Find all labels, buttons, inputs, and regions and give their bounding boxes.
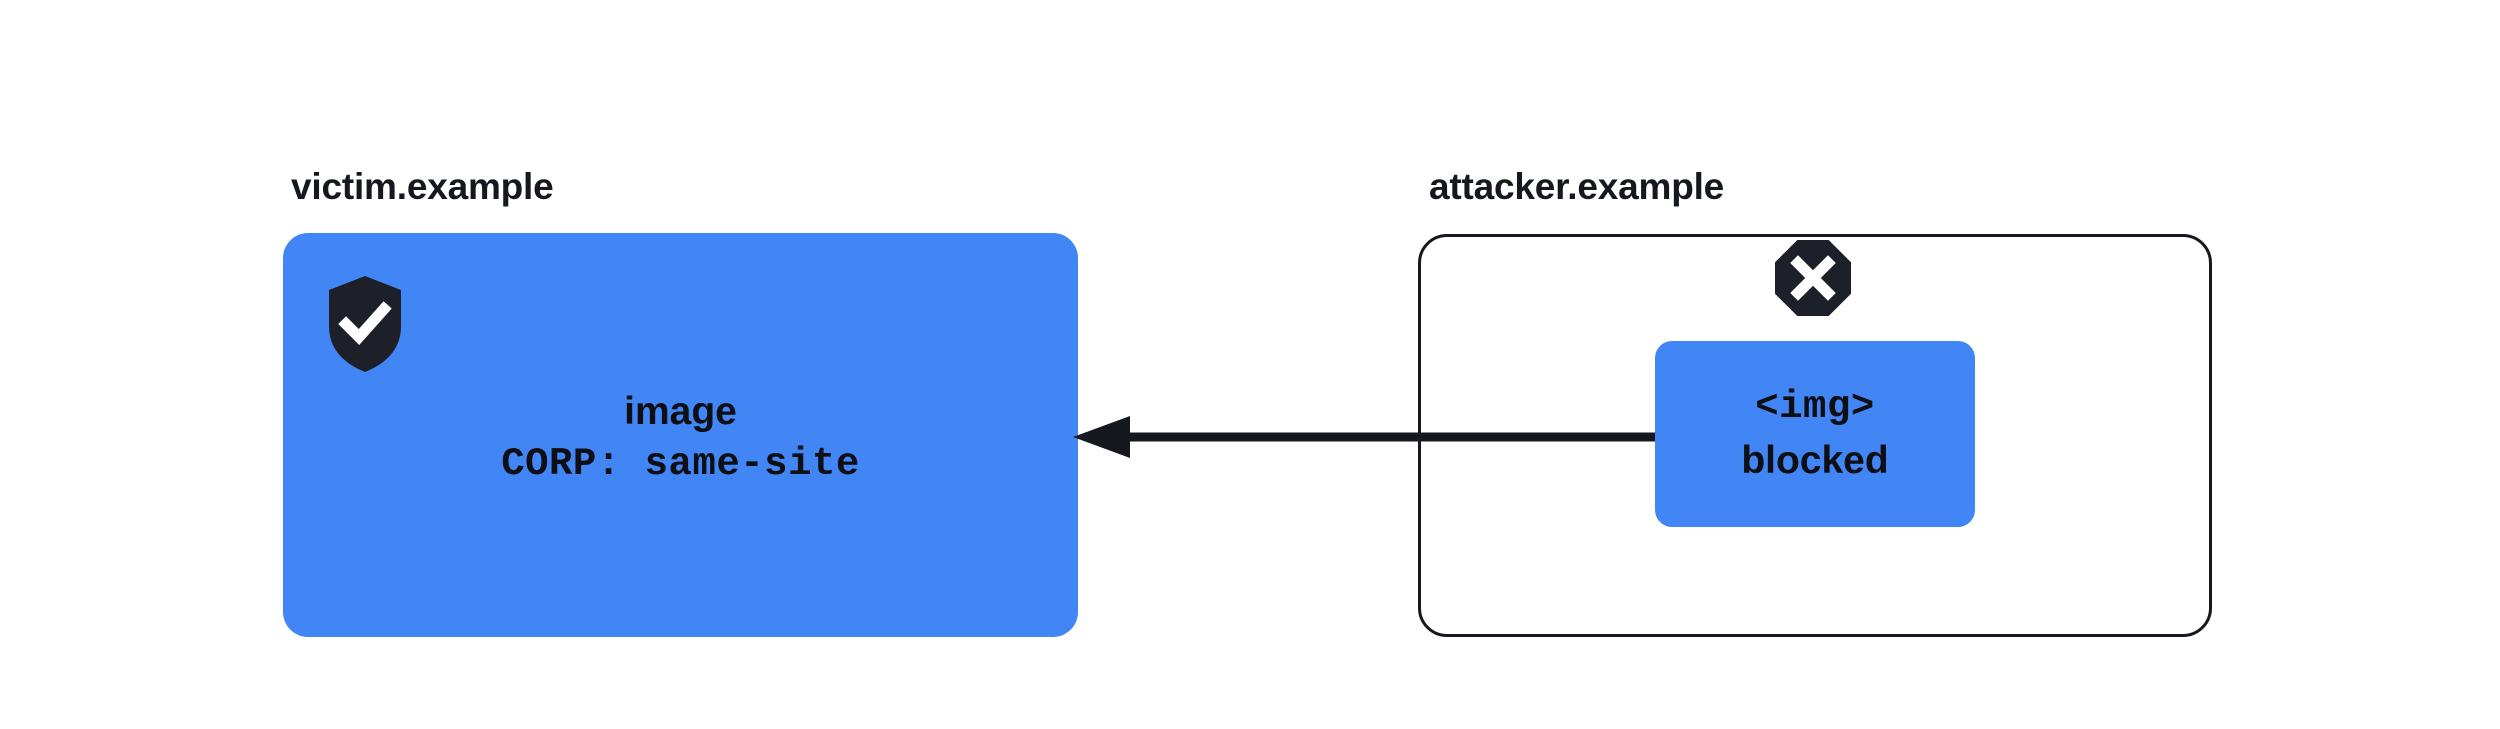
attacker-img-text: <img> blocked bbox=[1655, 381, 1975, 487]
victim-resource-text: image CORP: same-site bbox=[283, 385, 1078, 491]
victim-corp-header: CORP: same-site bbox=[501, 442, 860, 486]
victim-resource-name: image bbox=[624, 390, 737, 433]
attacker-status-label: blocked bbox=[1741, 439, 1889, 482]
attacker-img-element-box: <img> blocked bbox=[1655, 341, 1975, 527]
octagon-x-icon bbox=[1775, 240, 1851, 316]
victim-resource-box: image CORP: same-site bbox=[283, 233, 1078, 637]
victim-origin-label: victim.example bbox=[291, 166, 554, 207]
attacker-element-tag: <img> bbox=[1755, 385, 1875, 429]
attacker-origin-label: attacker.example bbox=[1429, 166, 1725, 207]
blocked-request-arrow bbox=[1060, 405, 1670, 469]
shield-check-icon bbox=[329, 276, 401, 372]
